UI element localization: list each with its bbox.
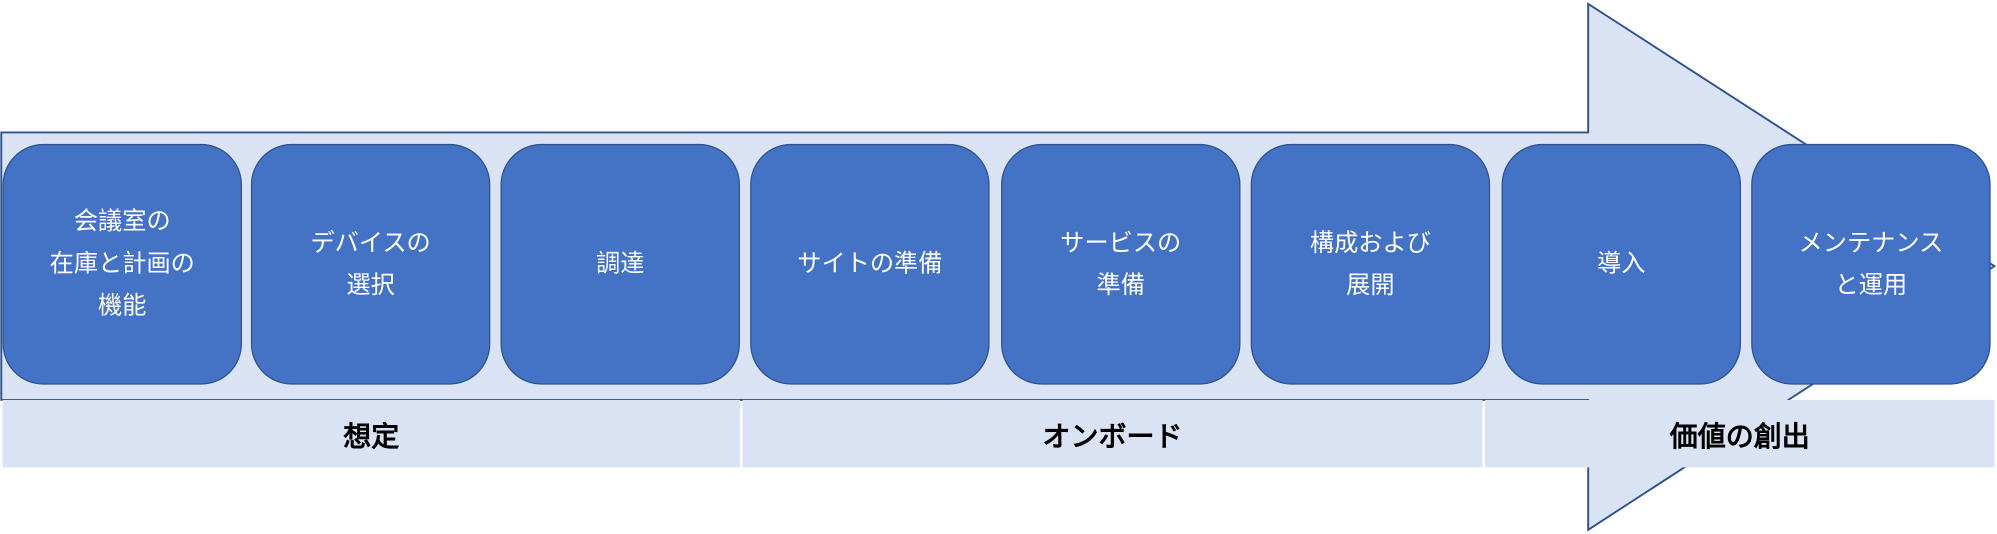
- step-maintenance-operations: メンテナンス と運用: [1751, 143, 1991, 385]
- step-procurement: 調達: [500, 143, 740, 385]
- step-site-preparation: サイトの準備: [750, 143, 990, 385]
- step-device-selection: デバイスの 選択: [250, 143, 491, 385]
- step-service-preparation: サービスの 準備: [1001, 143, 1241, 385]
- phase-envision: 想定: [2, 399, 740, 468]
- step-rollout: 導入: [1501, 143, 1742, 385]
- phase-onboard: オンボード: [742, 399, 1483, 468]
- step-inventory-planning: 会議室の 在庫と計画の 機能: [2, 143, 242, 385]
- phase-drive-value: 価値の創出: [1485, 399, 1995, 468]
- step-configuration-deployment: 構成および 展開: [1250, 143, 1491, 385]
